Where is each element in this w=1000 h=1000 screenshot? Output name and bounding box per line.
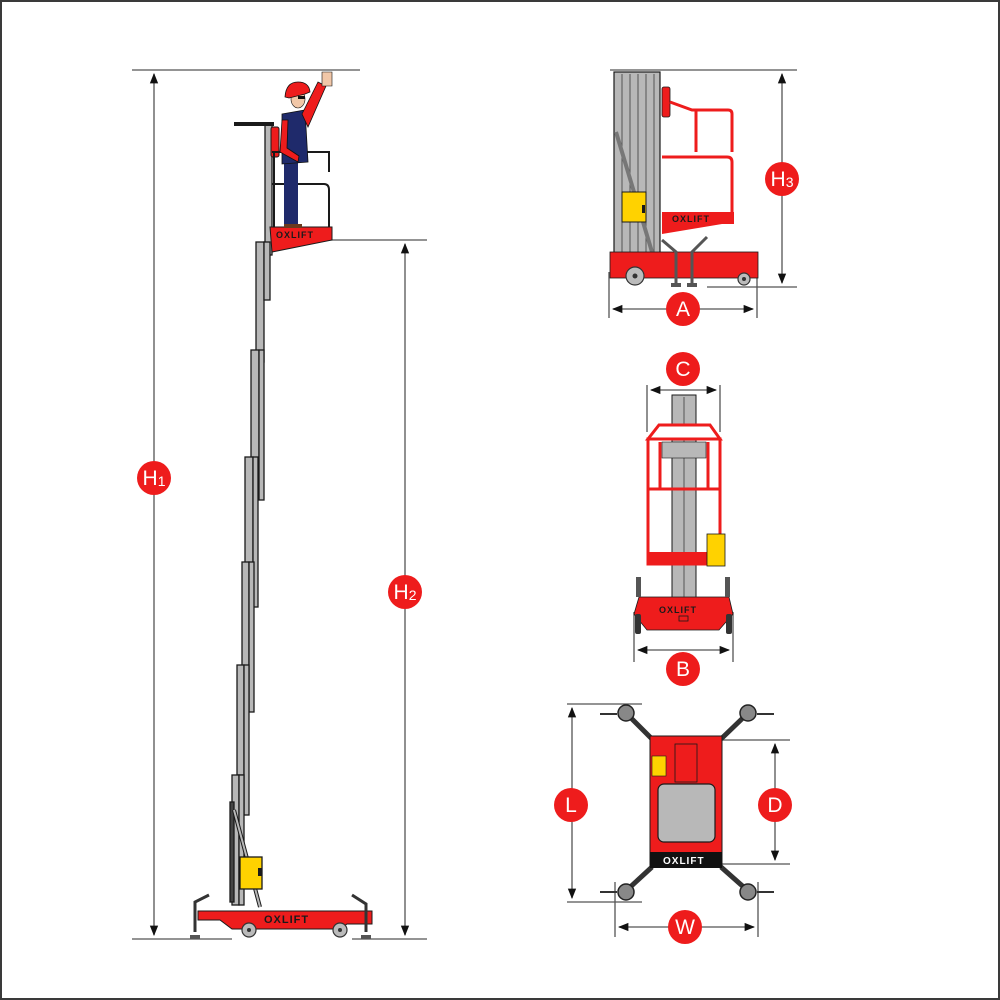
l-label: L <box>554 788 588 822</box>
stowed-side-view: OXLIFT <box>608 69 797 318</box>
svg-text:OXLIFT: OXLIFT <box>663 856 705 867</box>
w-label-main: W <box>675 915 695 939</box>
c-label: C <box>666 352 700 386</box>
a-label: A <box>666 292 700 326</box>
svg-text:OXLIFT: OXLIFT <box>672 214 710 224</box>
b-dimension-line <box>633 612 734 662</box>
top-view: OXLIFT <box>567 703 790 937</box>
h3-label-main: H <box>770 167 786 191</box>
platform-floor <box>269 226 333 253</box>
operator-figure <box>279 71 333 228</box>
w-label: W <box>668 910 702 944</box>
stowed-front-view: OXLIFT <box>633 385 734 662</box>
h3-label-sub: 3 <box>785 174 794 190</box>
chassis-base: OXLIFT <box>190 893 373 939</box>
c-label-main: C <box>675 357 691 381</box>
h1-label-main: H <box>142 466 158 490</box>
svg-text:OXLIFT: OXLIFT <box>276 230 314 240</box>
b-label-main: B <box>675 657 690 681</box>
b-label: B <box>666 652 700 686</box>
a-label-main: A <box>675 297 690 321</box>
mast-sections <box>229 124 273 906</box>
svg-text:OXLIFT: OXLIFT <box>659 605 697 615</box>
h1-label-sub: 1 <box>157 473 166 489</box>
d-label-main: D <box>767 793 783 817</box>
d-label: D <box>758 788 792 822</box>
h2-label-main: H <box>393 580 409 604</box>
svg-text:OXLIFT: OXLIFT <box>264 914 309 926</box>
c-dimension-line <box>646 385 721 432</box>
h1-dimension-line <box>132 69 360 940</box>
l-label-main: L <box>565 793 577 817</box>
extended-side-view: OXLIFT OXLIFT <box>132 69 427 940</box>
h2-label-sub: 2 <box>408 587 417 603</box>
